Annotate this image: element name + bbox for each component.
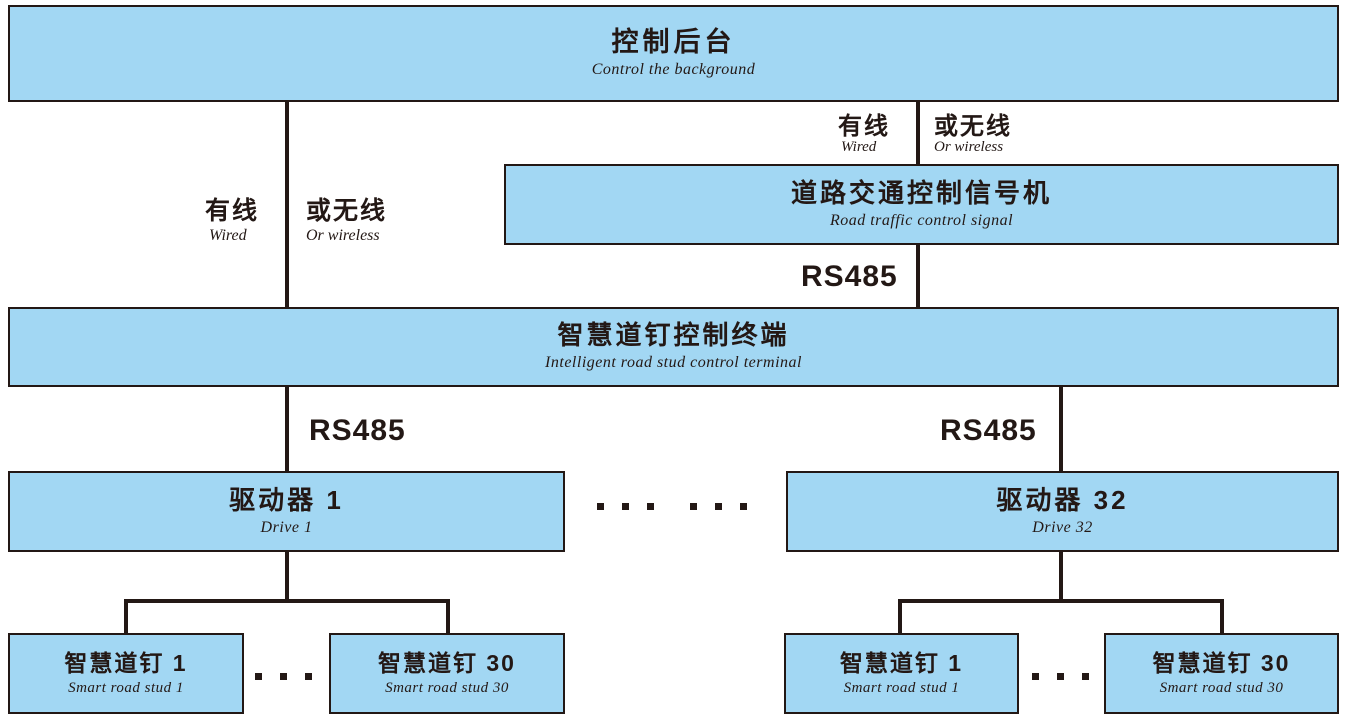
node-drive-32-subtitle: Drive 32	[1032, 518, 1093, 536]
label-wireless-right-zh: 或无线	[934, 113, 1012, 140]
edge-drive32-branch-bar	[898, 599, 1224, 603]
label-wired-right-en: Wired	[841, 139, 877, 155]
label-rs485-drive1: RS485	[309, 414, 406, 447]
node-terminal-subtitle: Intelligent road stud control terminal	[545, 354, 802, 372]
label-wireless-left-en: Or wireless	[306, 227, 380, 244]
node-stud-right-30-title: 智慧道钉 30	[1152, 650, 1291, 677]
node-stud-left-30: 智慧道钉 30 Smart road stud 30	[329, 633, 565, 714]
ellipsis-dots-between-drives	[597, 503, 654, 510]
node-stud-right-30-subtitle: Smart road stud 30	[1159, 679, 1284, 696]
node-stud-left-30-title: 智慧道钉 30	[378, 650, 516, 677]
label-wired-left-zh: 有线	[205, 197, 260, 225]
node-stud-left-1-subtitle: Smart road stud 1	[68, 679, 184, 696]
edge-control-to-signal	[916, 100, 920, 166]
node-terminal-title: 智慧道钉控制终端	[557, 320, 790, 351]
node-drive-1-title: 驱动器 1	[229, 484, 344, 515]
label-wireless-right-en: Or wireless	[934, 139, 1004, 155]
node-drive-32: 驱动器 32 Drive 32	[786, 471, 1339, 552]
edge-drive1-branch-bar	[124, 599, 450, 603]
ellipsis-dots-studs-right	[1032, 673, 1089, 680]
ellipsis-dots-studs-left	[255, 673, 312, 680]
node-stud-left-30-subtitle: Smart road stud 30	[385, 679, 509, 696]
node-drive-1-subtitle: Drive 1	[260, 518, 313, 536]
node-traffic-signal-title: 道路交通控制信号机	[790, 177, 1052, 208]
edge-drive1-to-stud1	[124, 599, 128, 636]
node-control-background-title: 控制后台	[611, 27, 736, 58]
node-traffic-signal: 道路交通控制信号机 Road traffic control signal	[504, 164, 1339, 245]
node-stud-left-1-title: 智慧道钉 1	[64, 650, 188, 677]
edge-drive1-to-stud30	[446, 599, 450, 636]
node-drive-1: 驱动器 1 Drive 1	[8, 471, 565, 552]
node-stud-right-1: 智慧道钉 1 Smart road stud 1	[784, 633, 1019, 714]
edge-control-to-terminal	[285, 100, 289, 309]
label-rs485-signal: RS485	[801, 260, 898, 293]
edge-drive32-to-stud1	[898, 599, 902, 636]
node-terminal: 智慧道钉控制终端 Intelligent road stud control t…	[8, 307, 1339, 387]
edge-terminal-to-drive1	[285, 385, 289, 473]
node-stud-right-1-title: 智慧道钉 1	[839, 650, 964, 677]
edge-terminal-to-drive32	[1059, 385, 1063, 473]
edge-drive32-stem	[1059, 549, 1063, 603]
node-control-background-subtitle: Control the background	[591, 61, 756, 79]
node-stud-right-30: 智慧道钉 30 Smart road stud 30	[1104, 633, 1339, 714]
label-rs485-drive32: RS485	[940, 414, 1037, 447]
node-stud-left-1: 智慧道钉 1 Smart road stud 1	[8, 633, 244, 714]
node-control-background: 控制后台 Control the background	[8, 5, 1339, 102]
edge-drive32-to-stud30	[1220, 599, 1224, 636]
label-wireless-left-zh: 或无线	[306, 197, 388, 225]
label-wired-left-en: Wired	[209, 227, 247, 244]
edge-drive1-stem	[285, 550, 289, 603]
node-stud-right-1-subtitle: Smart road stud 1	[843, 679, 960, 696]
node-traffic-signal-subtitle: Road traffic control signal	[829, 211, 1014, 229]
ellipsis-dots-between-drives	[690, 503, 747, 510]
node-drive-32-title: 驱动器 32	[996, 484, 1129, 515]
label-wired-right-zh: 有线	[838, 113, 890, 140]
edge-signal-to-terminal	[916, 243, 920, 309]
